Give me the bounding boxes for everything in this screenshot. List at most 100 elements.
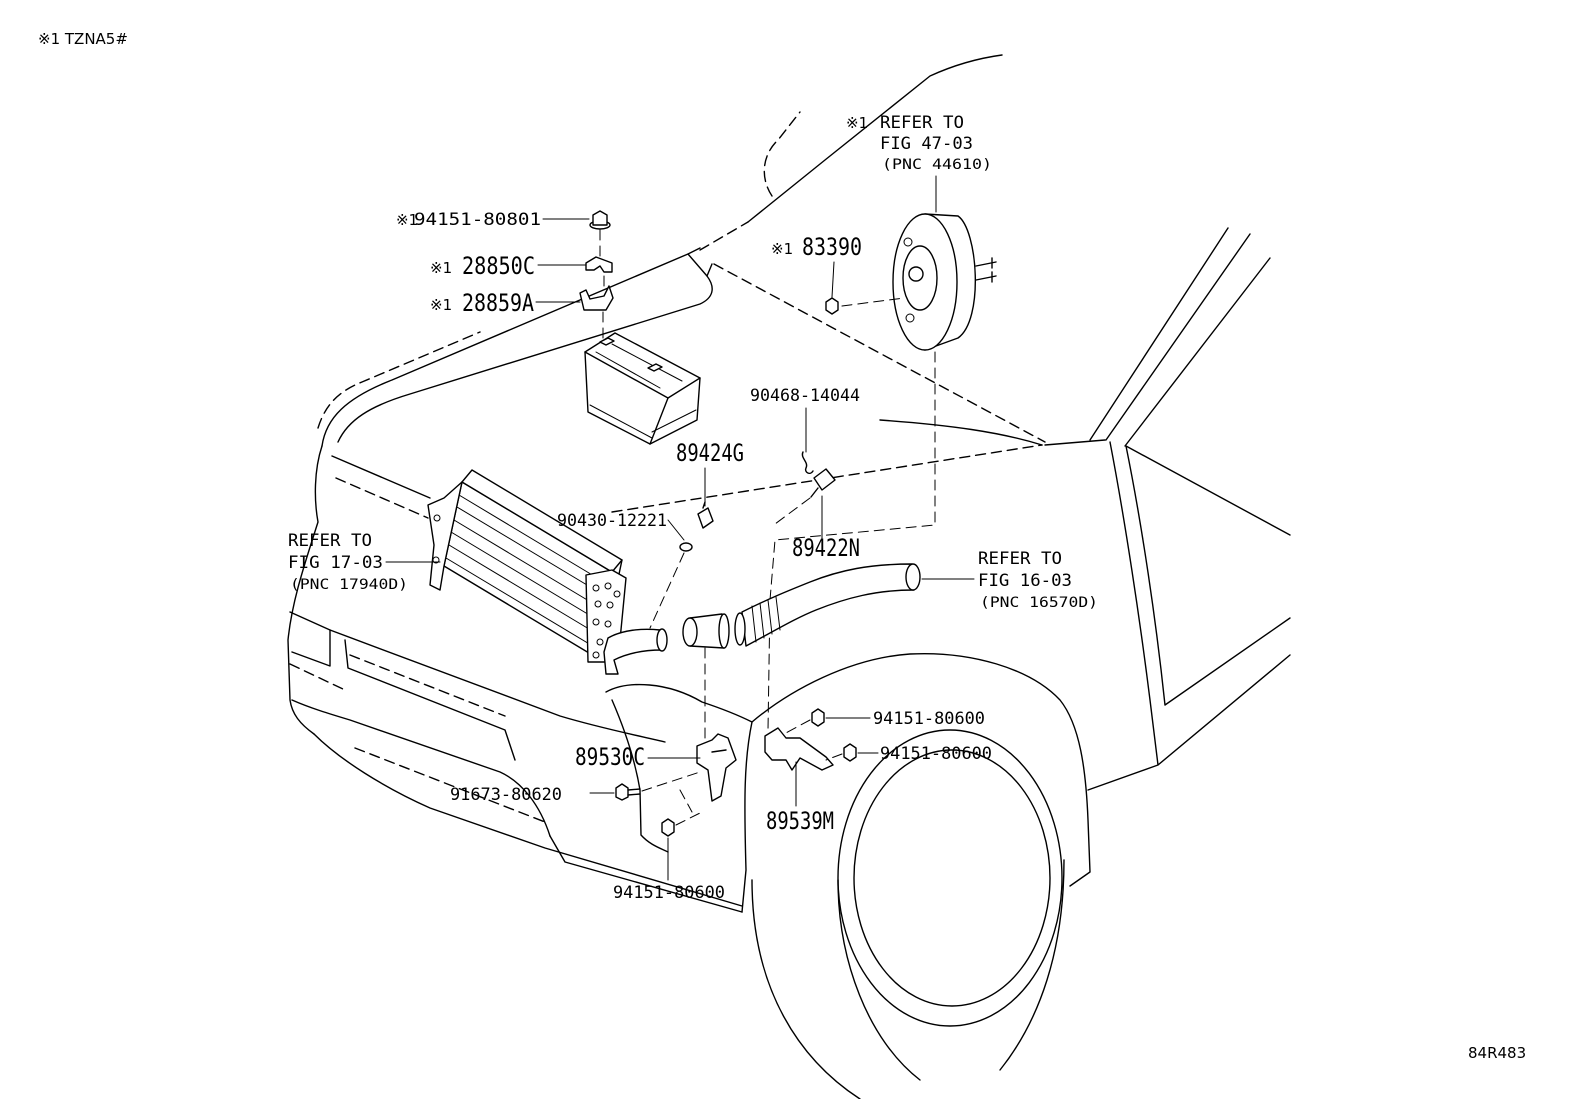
grille-top-line [331, 455, 431, 499]
reference-line-3[interactable]: (PNC 17940D) [290, 577, 408, 593]
fender-top-line [879, 419, 1043, 446]
valance-lip [549, 835, 743, 913]
note-marker: ※1 [430, 259, 452, 277]
callout-94151-80801[interactable]: ※1 94151-80801 [396, 210, 541, 230]
fender-front-edge [605, 683, 753, 853]
reference-line-3[interactable]: (PNC 44610) [882, 157, 992, 173]
callout-89530C[interactable]: 89530C [575, 743, 645, 771]
illustration-code: 84R483 [1468, 1044, 1526, 1062]
nut-hex [825, 297, 839, 315]
leader-90430-12221 [667, 519, 685, 541]
callout-91673-80620[interactable]: 91673-80620 [450, 785, 562, 805]
callout-89424G[interactable]: 89424G [676, 439, 744, 467]
tire-outer [751, 859, 1065, 1099]
a-pillar [1044, 227, 1271, 447]
front-valance [313, 733, 743, 907]
reference-line-2[interactable]: FIG 16-03 [978, 571, 1072, 591]
part-number[interactable]: 28859A [462, 289, 534, 317]
tank-cell [606, 601, 614, 609]
callout-fig-47-03[interactable]: ※1 REFER TO FIG 47-03 (PNC 44610) [846, 113, 992, 173]
battery-front-face [584, 351, 669, 445]
bracket-89530C [696, 733, 737, 802]
applicability-note: ※1 TZNA5# [38, 30, 128, 48]
reference-line-1[interactable]: REFER TO [880, 113, 964, 133]
brake-booster [892, 213, 997, 351]
tank-cell [604, 582, 612, 590]
bumper-top-edge [329, 629, 666, 743]
callout-89539M[interactable]: 89539M [766, 807, 834, 835]
hood-corner [706, 263, 713, 277]
hood-front-hidden [317, 331, 481, 429]
sensor-89422N-assembly-line [774, 497, 811, 525]
hose-connector-end [682, 617, 698, 647]
reference-line-2[interactable]: FIG 17-03 [288, 553, 383, 573]
fog-lamp-recess [289, 611, 331, 667]
hose-end [905, 563, 921, 591]
booster-stud-lower [905, 313, 915, 323]
reference-line-1[interactable]: REFER TO [978, 549, 1062, 569]
battery-terminal-negative [599, 337, 615, 346]
callout-94151-80600-lower[interactable]: 94151-80600 [613, 883, 725, 903]
door-edges [1087, 441, 1291, 791]
bumper-lower-edge [291, 699, 551, 837]
tank-cell [596, 638, 604, 646]
wheel-rim [853, 749, 1051, 1007]
bolt-shank [627, 788, 641, 796]
part-number[interactable]: 94151-80801 [414, 210, 541, 230]
front-wheel [751, 729, 1065, 1099]
callout-94151-80600-upper[interactable]: 94151-80600 [873, 709, 985, 729]
wheel-arch [741, 652, 1091, 913]
hose-body [741, 563, 915, 647]
battery-side-face [649, 377, 701, 445]
bumper-recess [344, 639, 516, 761]
intercooler [427, 469, 668, 675]
part-number[interactable]: 83390 [802, 233, 862, 261]
reference-line-2[interactable]: FIG 47-03 [880, 134, 973, 154]
nut-94151-80801 [589, 210, 611, 230]
callout-89422N[interactable]: 89422N [792, 534, 860, 562]
hood-front-outer [321, 247, 701, 447]
note-marker: ※1 [396, 211, 418, 229]
callout-fig-16-03[interactable]: REFER TO FIG 16-03 (PNC 16570D) [978, 549, 1098, 611]
bracket-hole [433, 514, 441, 522]
leader-83390 [831, 261, 835, 298]
callout-90430-12221[interactable]: 90430-12221 [557, 511, 667, 531]
reference-line-1[interactable]: REFER TO [288, 531, 372, 551]
clip-90468-14044 [801, 451, 814, 475]
battery-terminal-positive [647, 363, 663, 372]
nut-94151-80600-upper [811, 708, 825, 727]
nut-83390 [825, 297, 839, 315]
bolt-91673-80620 [615, 783, 641, 801]
bolt-head [615, 783, 629, 801]
booster-front-face [892, 213, 958, 351]
booster-assembly-line [767, 297, 936, 731]
tank-cell [592, 618, 600, 626]
callout-83390[interactable]: ※1 83390 [771, 233, 862, 261]
battery [584, 332, 701, 445]
reference-line-3[interactable]: (PNC 16570D) [980, 595, 1098, 611]
callout-28850C[interactable]: ※1 28850C [430, 252, 535, 280]
nut-94151-80600-lower [661, 818, 675, 837]
tank-cell [594, 600, 602, 608]
bracket-hole [432, 556, 440, 564]
part-number[interactable]: 28850C [462, 252, 535, 280]
callout-90468-14044[interactable]: 90468-14044 [750, 386, 860, 406]
hold-down-assembly-line [599, 229, 605, 341]
callout-fig-17-03[interactable]: REFER TO FIG 17-03 (PNC 17940D) [288, 531, 408, 593]
tire-tread-edge [837, 879, 921, 1081]
vehicle-body [287, 54, 1291, 1099]
windshield-base-line [747, 54, 1003, 223]
callout-94151-80600-middle[interactable]: 94151-80600 [880, 744, 992, 764]
intercooler-outlet-pipe [603, 628, 663, 675]
front-left-edge [287, 445, 323, 735]
tank-cell [592, 651, 600, 659]
tank-cell [613, 590, 621, 598]
tank-cell [604, 620, 612, 628]
callout-28859A[interactable]: ※1 28859A [430, 289, 534, 317]
note-marker: ※1 [846, 114, 868, 132]
nut-lower-assembly-line [675, 789, 703, 826]
air-intake-hose [682, 563, 921, 649]
bracket-89539M [764, 727, 834, 771]
nut-hex [592, 210, 608, 226]
